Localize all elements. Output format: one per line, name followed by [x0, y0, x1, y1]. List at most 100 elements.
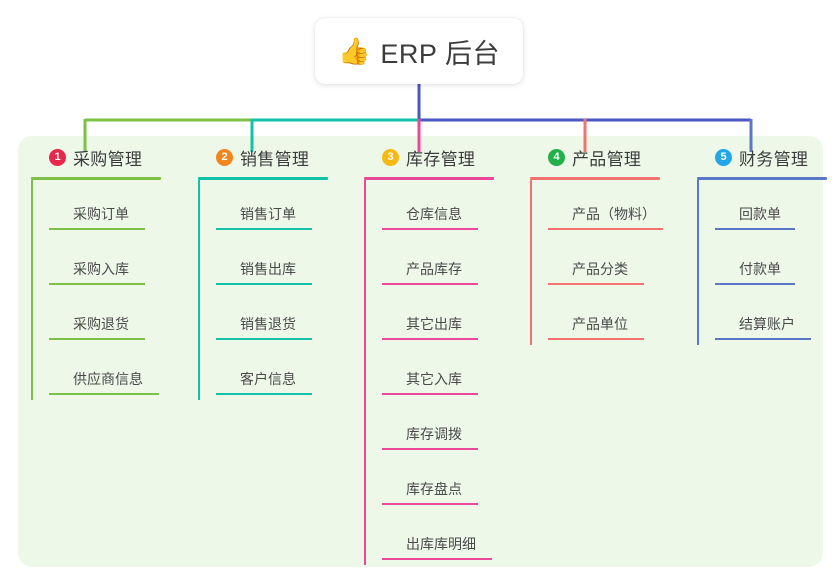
branch-item-label: 采购入库 — [73, 261, 129, 277]
branch-item-label: 产品单位 — [572, 316, 628, 332]
branch-underline — [198, 177, 328, 180]
branch-item-list: 采购订单采购入库采购退货供应商信息 — [31, 180, 161, 400]
branch-item-label: 结算账户 — [739, 316, 795, 332]
branch-item-label: 产品分类 — [572, 261, 628, 277]
branch-title: 财务管理 — [739, 149, 809, 169]
branch-item-underline — [548, 228, 663, 230]
branch-header-5[interactable]: 5 财务管理 — [697, 144, 827, 170]
branch-number-badge: 1 — [49, 148, 66, 166]
branch-item[interactable]: 销售出库 — [216, 235, 328, 290]
branch-header-1[interactable]: 1 采购管理 — [31, 144, 161, 170]
branch-title: 库存管理 — [406, 149, 476, 169]
branch-item-underline — [49, 283, 145, 285]
branch-item[interactable]: 仓库信息 — [382, 180, 494, 235]
branch-item-underline — [382, 338, 478, 340]
branch-column-1: 1 采购管理采购订单采购入库采购退货供应商信息 — [31, 144, 161, 400]
branch-item[interactable]: 产品（物料） — [548, 180, 663, 235]
branch-item[interactable]: 回款单 — [715, 180, 827, 235]
branch-item[interactable]: 销售退货 — [216, 290, 328, 345]
branch-title: 销售管理 — [240, 149, 310, 169]
branch-item[interactable]: 客户信息 — [216, 345, 328, 400]
branch-item[interactable]: 采购入库 — [49, 235, 161, 290]
branch-item-list: 回款单付款单结算账户 — [697, 180, 827, 345]
branch-item-list: 销售订单销售出库销售退货客户信息 — [198, 180, 328, 400]
branch-underline — [364, 177, 494, 180]
branch-item-label: 付款单 — [739, 261, 781, 277]
branch-item-underline — [49, 228, 145, 230]
branch-item-label: 采购订单 — [73, 206, 129, 222]
branch-item-list: 产品（物料） 产品分类产品单位 — [530, 180, 663, 345]
branch-item-underline — [715, 338, 811, 340]
branch-spine — [198, 180, 200, 400]
branch-item-underline — [49, 338, 145, 340]
branch-item-label: 供应商信息 — [73, 371, 143, 387]
branch-item-underline — [382, 228, 478, 230]
branch-item-underline — [715, 228, 795, 230]
branch-column-3: 3 库存管理仓库信息产品库存其它出库其它入库库存调拨库存盘点出库库明细 — [364, 144, 494, 565]
branch-item-underline — [548, 283, 644, 285]
branch-item-list: 仓库信息产品库存其它出库其它入库库存调拨库存盘点出库库明细 — [364, 180, 494, 565]
branch-item-underline — [715, 283, 795, 285]
branch-item-label: 其它出库 — [406, 316, 462, 332]
branch-underline — [697, 177, 827, 180]
branch-item-label: 库存调拨 — [406, 426, 462, 442]
branch-title: 采购管理 — [73, 149, 143, 169]
branch-item[interactable]: 其它入库 — [382, 345, 494, 400]
branch-item-label: 回款单 — [739, 206, 781, 222]
branch-column-2: 2 销售管理销售订单销售出库销售退货客户信息 — [198, 144, 328, 400]
branch-item-label: 销售订单 — [240, 206, 296, 222]
branch-item-underline — [382, 393, 478, 395]
branch-number-badge: 4 — [548, 148, 565, 166]
branch-item-underline — [216, 338, 312, 340]
branch-item-underline — [382, 503, 478, 505]
branch-item-underline — [382, 448, 478, 450]
diagram-background-panel — [18, 136, 823, 567]
branch-item[interactable]: 产品分类 — [548, 235, 660, 290]
branch-item-underline — [382, 558, 492, 560]
branch-item-underline — [49, 393, 159, 395]
branch-item-label: 采购退货 — [73, 316, 129, 332]
branch-item-label: 客户信息 — [240, 371, 296, 387]
branch-number-badge: 5 — [715, 148, 732, 166]
root-node[interactable]: 👍 ERP 后台 — [315, 18, 523, 84]
branch-spine — [31, 180, 33, 400]
branch-item-label: 仓库信息 — [406, 206, 462, 222]
branch-item[interactable]: 库存调拨 — [382, 400, 494, 455]
branch-item[interactable]: 付款单 — [715, 235, 827, 290]
branch-column-4: 4 产品管理产品（物料） 产品分类产品单位 — [530, 144, 663, 345]
branch-item-label: 其它入库 — [406, 371, 462, 387]
branch-item[interactable]: 销售订单 — [216, 180, 328, 235]
branch-item-label: 产品库存 — [406, 261, 462, 277]
branch-spine — [364, 180, 366, 565]
branch-number-badge: 3 — [382, 148, 399, 166]
branch-item[interactable]: 库存盘点 — [382, 455, 494, 510]
branch-item-label: 库存盘点 — [406, 481, 462, 497]
branch-item-label: 销售出库 — [240, 261, 296, 277]
branch-item[interactable]: 其它出库 — [382, 290, 494, 345]
branch-underline — [530, 177, 660, 180]
branch-item[interactable]: 采购订单 — [49, 180, 161, 235]
branch-item-label: 出库库明细 — [406, 536, 476, 552]
branch-item[interactable]: 产品单位 — [548, 290, 660, 345]
branch-item-underline — [382, 283, 478, 285]
root-node-title: ERP 后台 — [380, 38, 500, 69]
branch-underline — [31, 177, 161, 180]
branch-item[interactable]: 结算账户 — [715, 290, 827, 345]
branch-header-2[interactable]: 2 销售管理 — [198, 144, 328, 170]
branch-item-label: 产品（物料） — [572, 206, 656, 222]
branch-spine — [697, 180, 699, 345]
branch-item[interactable]: 产品库存 — [382, 235, 494, 290]
branch-spine — [530, 180, 532, 345]
branch-item-underline — [216, 393, 312, 395]
branch-header-3[interactable]: 3 库存管理 — [364, 144, 494, 170]
branch-item-label: 销售退货 — [240, 316, 296, 332]
branch-item-underline — [216, 283, 312, 285]
branch-number-badge: 2 — [216, 148, 233, 166]
branch-column-5: 5 财务管理回款单付款单结算账户 — [697, 144, 827, 345]
branch-item[interactable]: 采购退货 — [49, 290, 161, 345]
branch-title: 产品管理 — [572, 149, 642, 169]
branch-item[interactable]: 出库库明细 — [382, 510, 494, 565]
branch-item[interactable]: 供应商信息 — [49, 345, 161, 400]
branch-item-underline — [548, 338, 644, 340]
branch-header-4[interactable]: 4 产品管理 — [530, 144, 660, 170]
